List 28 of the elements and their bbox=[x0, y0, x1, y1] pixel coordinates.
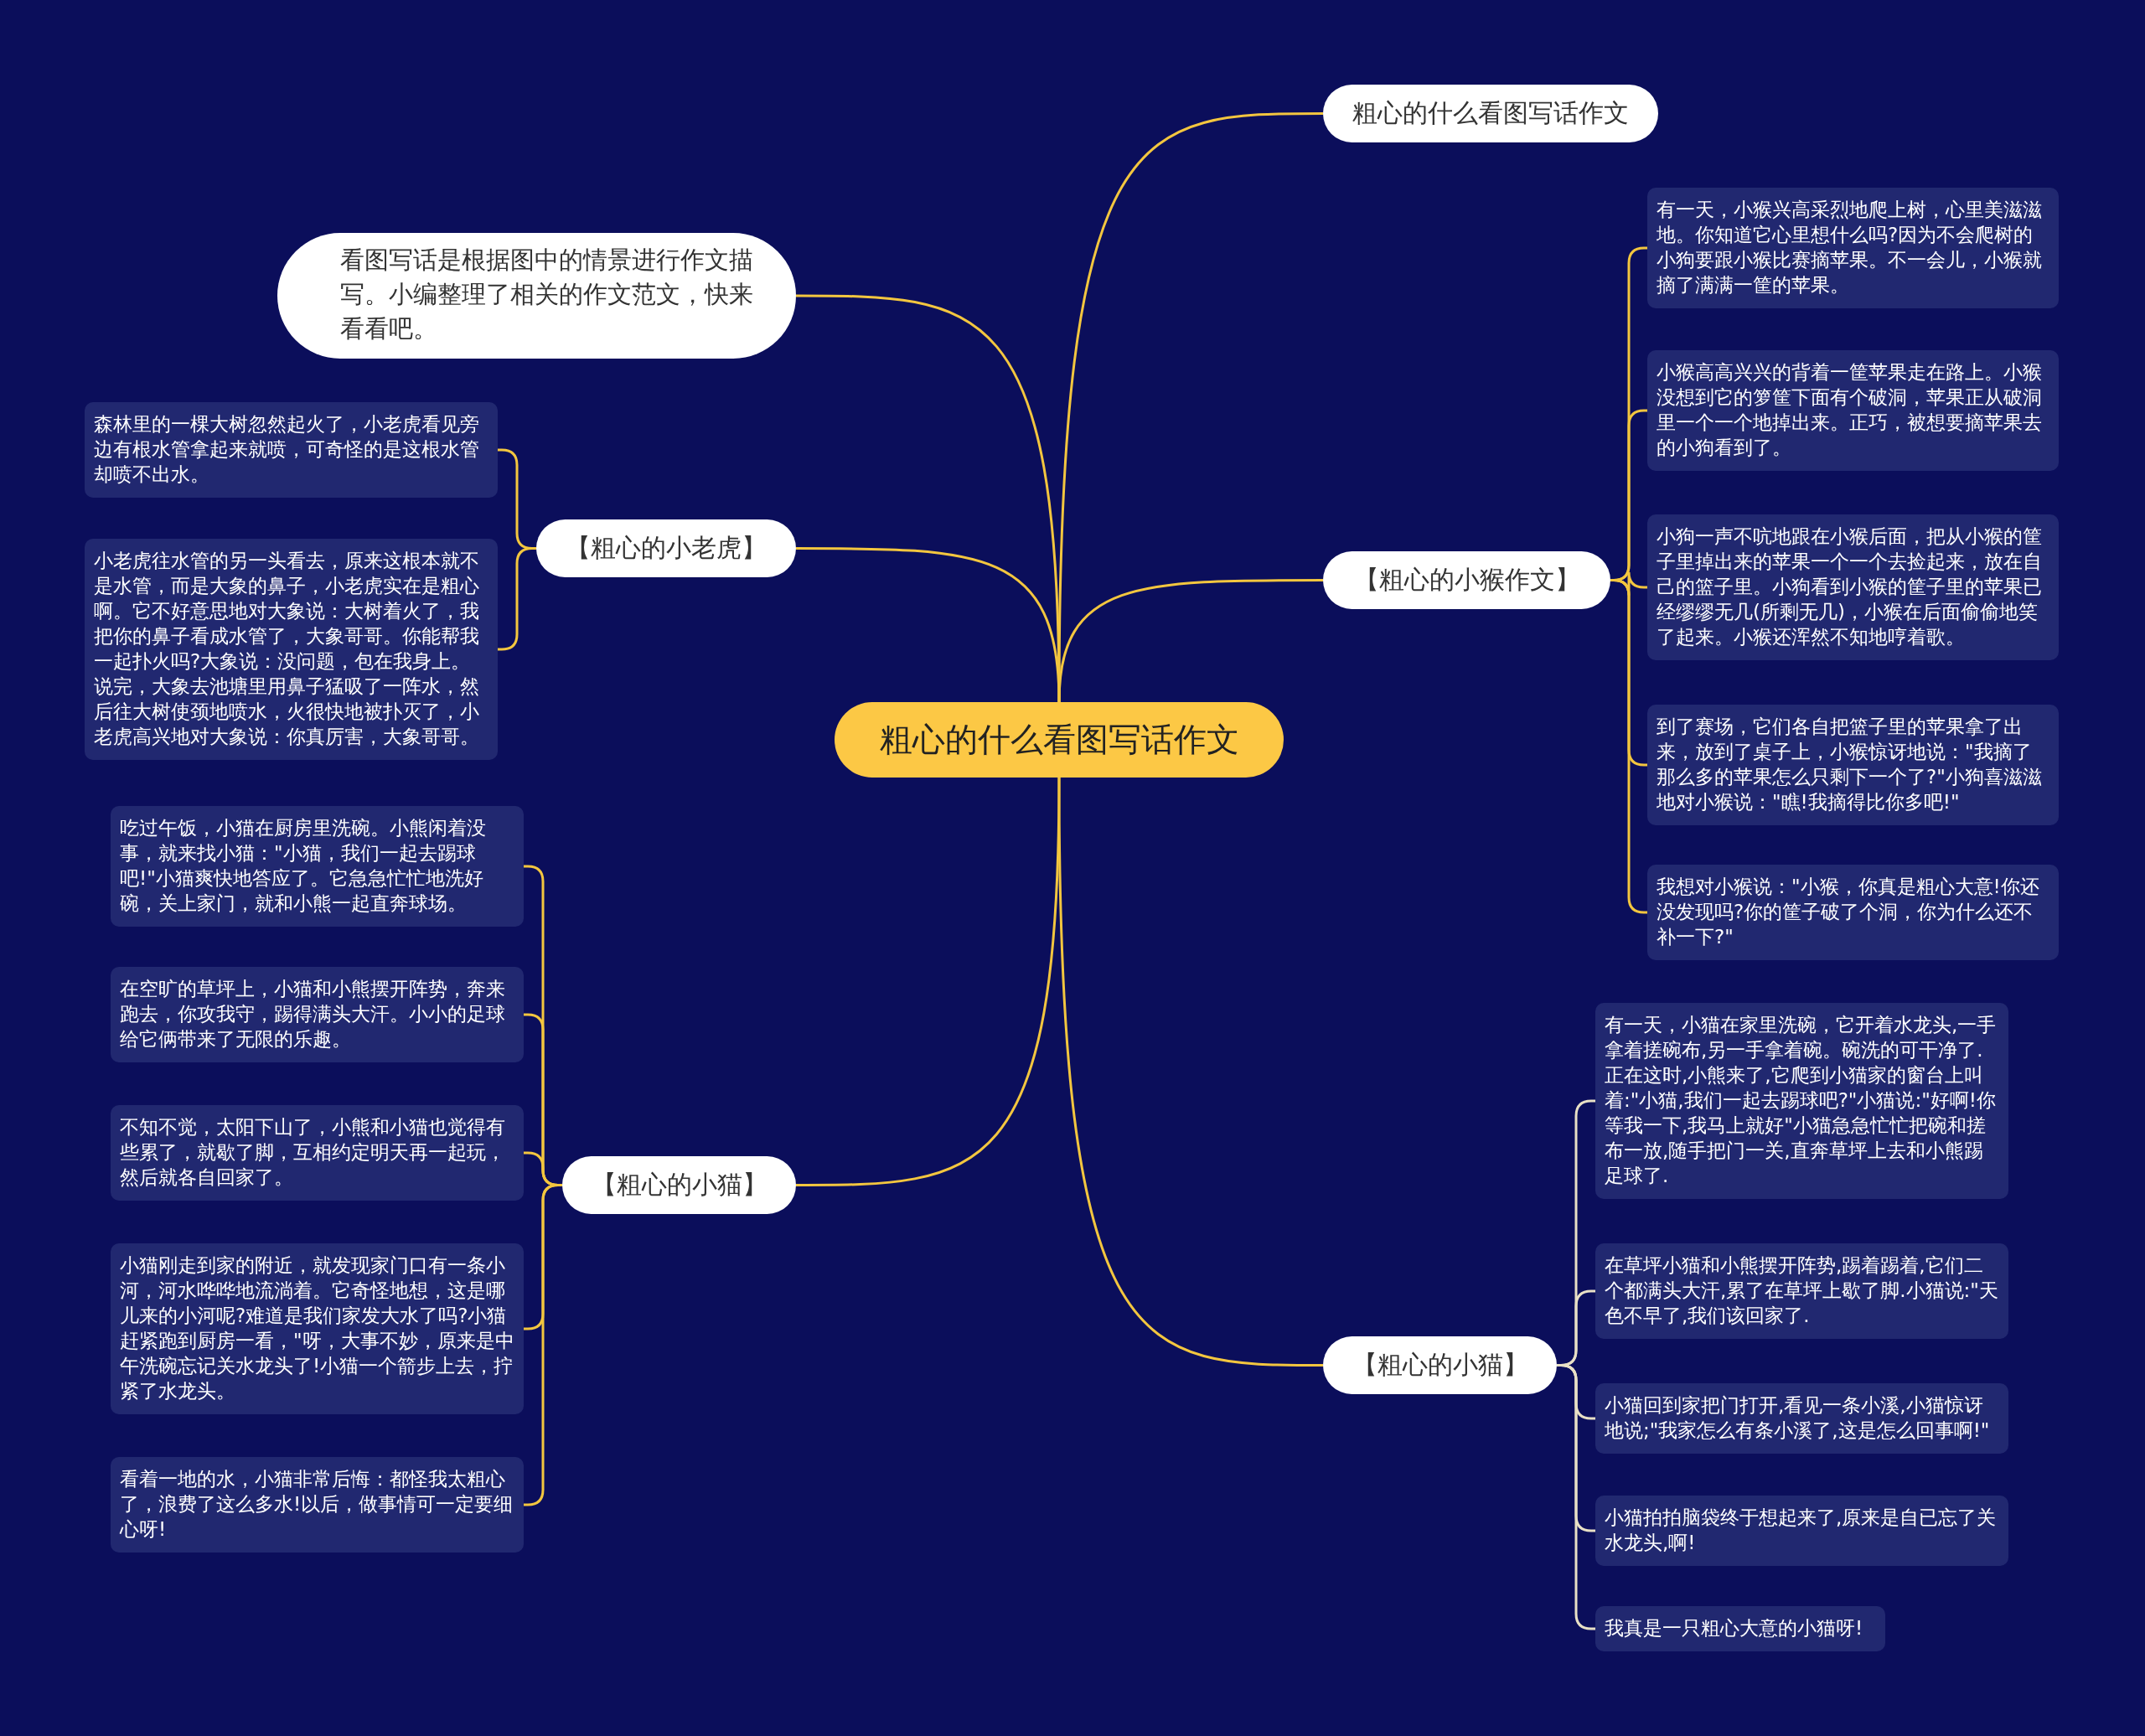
speech-bubble: 看图写话是根据图中的情景进行作文描写。小编整理了相关的作文范文，快来看看吧。 bbox=[277, 233, 796, 359]
connector-line bbox=[796, 777, 1061, 1186]
text-card: 小猴高高兴兴的背着一筐苹果走在路上。小猴没想到它的箩筐下面有个破洞，苹果正从破洞里一个一个地掉出来。正巧，被想要摘苹果去的小狗看到了。 bbox=[1647, 350, 2059, 471]
text-card: 有一天，小猴兴高采烈地爬上树，心里美滋滋地。你知道它心里想什么吗?因为不会爬树的小狗要跟小猴比赛摘苹果。不一会儿，小猴就摘了满满一筐的苹果。 bbox=[1647, 188, 2059, 308]
topic-box: 【粗心的小猴作文】 bbox=[1323, 551, 1610, 609]
text-card: 有一天，小猫在家里洗碗，它开着水龙头,一手拿着搓碗布,另一手拿着碗。碗洗的可干净了.正在这时,小熊来了,它爬到小猫家的窗台上叫着:"小猫,我们一起去踢球吧?"小猫说:"好啊!你等我一下,我马上就好"小猫急急忙忙把碗和搓布一放,随手把门一关,直奔草坪上去和小熊踢足球了. bbox=[1595, 1003, 2008, 1199]
text-card: 到了赛场，它们各自把篮子里的苹果拿了出来，放到了桌子上，小猴惊讶地说："我摘了那么多的苹果怎么只剩下一个了?"小狗喜滋滋地对小猴说："瞧!我摘得比你多吧!" bbox=[1647, 705, 2059, 825]
connector-line bbox=[796, 547, 1061, 703]
text-card: 小猫刚走到家的附近，就发现家门口有一条小河，河水哗哗地流淌着。它奇怪地想，这是哪儿来的小河呢?难道是我们家发大水了吗?小猫赶紧跑到厨房一看，"呀，大事不妙，原来是中午洗碗忘记关水龙头了!小猫一个箭步上去，拧紧了水龙头。 bbox=[111, 1243, 524, 1414]
text-card: 我真是一只粗心大意的小猫呀! bbox=[1595, 1606, 1885, 1651]
text-card: 小狗一声不吭地跟在小猴后面，把从小猴的筐子里掉出来的苹果一个一个去捡起来，放在自己的篮子里。小狗看到小猴的筐子里的苹果已经缪缪无几(所剩无几)，小猴在后面偷偷地笑了起来。小猴还浑然不知地哼着歌。 bbox=[1647, 514, 2059, 660]
text-card: 森林里的一棵大树忽然起火了，小老虎看见旁边有根水管拿起来就喷，可奇怪的是这根水管却喷不出水。 bbox=[85, 402, 498, 498]
connector-line bbox=[1057, 778, 1323, 1367]
text-card: 在草坪小猫和小熊摆开阵势,踢着踢着,它们二个都满头大汗,累了在草坪上歇了脚.小猫说:"天色不早了,我们该回家了. bbox=[1595, 1243, 2008, 1339]
topic-box: 粗心的什么看图写话作文 bbox=[1323, 85, 1658, 142]
text-card: 小老虎往水管的另一头看去，原来这根本就不是水管，而是大象的鼻子，小老虎实在是粗心啊。它不好意思地对大象说：大树着火了，我把你的鼻子看成水管了，大象哥哥。你能帮我一起扑火吗?大象说：没问题，包在我身上。说完，大象去池塘里用鼻子猛吸了一阵水，然后往大树使颈地喷水，火很快地被扑灭了，小老虎高兴地对大象说：你真厉害，大象哥哥。 bbox=[85, 539, 498, 760]
topic-box: 【粗心的小老虎】 bbox=[536, 519, 796, 577]
text-card: 小猫拍拍脑袋终于想起来了,原来是自已忘了关水龙头,啊! bbox=[1595, 1496, 2008, 1566]
text-card: 看着一地的水，小猫非常后悔：都怪我太粗心了，浪费了这么多水!以后，做事情可一定要细心呀! bbox=[111, 1457, 524, 1553]
topic-box: 【粗心的小猫】 bbox=[562, 1156, 796, 1214]
text-card: 在空旷的草坪上，小猫和小熊摆开阵势，奔来跑去，你攻我守，踢得满头大汗。小小的足球给它俩带来了无限的乐趣。 bbox=[111, 967, 524, 1062]
text-card: 不知不觉，太阳下山了，小熊和小猫也觉得有些累了，就歇了脚，互相约定明天再一起玩，然后就各自回家了。 bbox=[111, 1105, 524, 1201]
topic-box: 【粗心的小猫】 bbox=[1323, 1336, 1557, 1394]
text-card: 我想对小猴说："小猴，你真是粗心大意!你还没发现吗?你的筐子破了个洞，你为什么还不补一下?" bbox=[1647, 865, 2059, 960]
text-card: 小猫回到家把门打开,看见一条小溪,小猫惊讶地说;"我家怎么有条小溪了,这是怎么回事啊!" bbox=[1595, 1383, 2008, 1454]
text-card: 吃过午饭，小猫在厨房里洗碗。小熊闲着没事，就来找小猫："小猫，我们一起去踢球吧!"小猫爽快地答应了。它急急忙忙地洗好碗，关上家门，就和小熊一起直奔球场。 bbox=[111, 806, 524, 927]
central-topic-box: 粗心的什么看图写话作文 bbox=[835, 702, 1284, 778]
connector-line bbox=[1057, 579, 1323, 703]
